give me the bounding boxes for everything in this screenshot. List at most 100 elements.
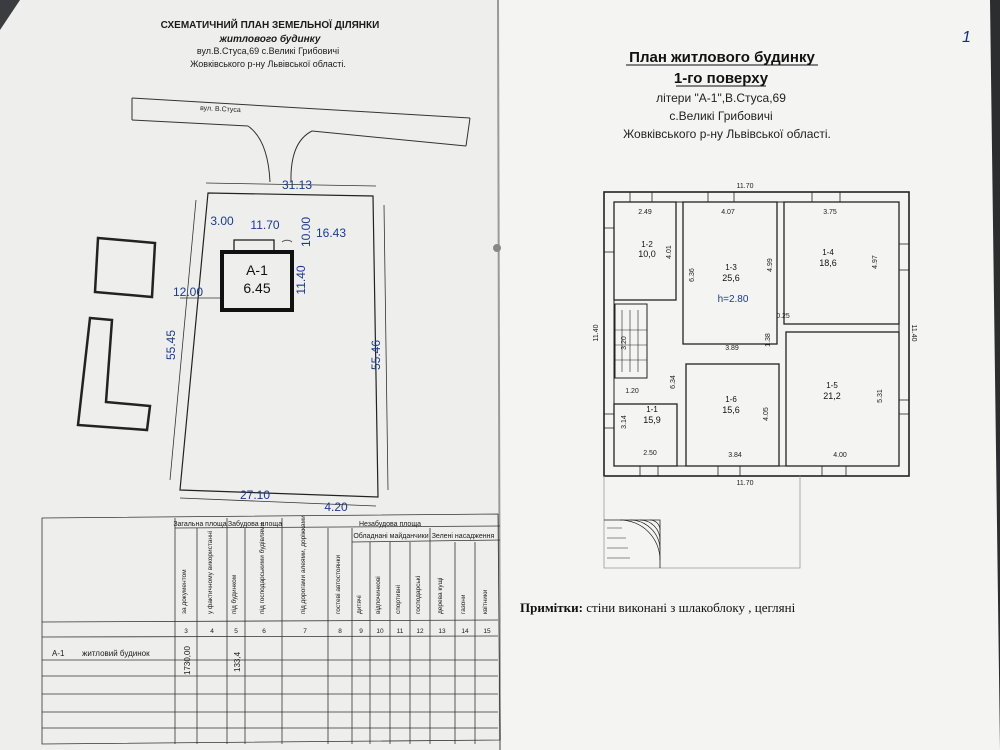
building-code: А-1 [246, 262, 268, 278]
table-col-header-5: під дорогами алеями, доріжками [299, 515, 307, 614]
neighbor-building-1 [93, 236, 157, 299]
table-head-built: Забудова площа [228, 520, 282, 528]
page-number: 1 [962, 29, 971, 46]
table-col-number-13: 13 [438, 628, 446, 635]
plan-dim-636: 6.36 [689, 268, 696, 282]
table-col-number-6: 6 [262, 628, 266, 635]
table-col-number-10: 10 [376, 628, 384, 635]
table-head-total: Загальна площа [173, 521, 226, 528]
table-col-header-12: газони [460, 594, 467, 614]
table-head-unbuilt: Незабудова площа [359, 520, 421, 528]
plan-dim-499: 4.99 [767, 258, 774, 272]
plan-dim-634: 6.34 [670, 375, 677, 389]
building-value: 6.45 [243, 280, 270, 296]
room-1-4-id: 1-4 [822, 248, 834, 257]
room-1-3-id: 1-3 [725, 263, 737, 272]
table-col-number-14: 14 [461, 628, 469, 635]
dim-12-00: 12.00 [173, 285, 203, 299]
room-1-2-area: 10,0 [638, 249, 656, 259]
street-label: вул. В.Стуса [200, 105, 241, 114]
dim-55-45: 55.45 [164, 330, 178, 360]
plan-dim-120: 1.20 [625, 388, 639, 395]
dim-line-right [383, 204, 389, 491]
dim-10-00: 10.00 [299, 217, 313, 247]
table-col-header-2: у фактичному використанні [206, 531, 214, 614]
dim-55-46: 55.46 [369, 340, 383, 370]
row-area-house: 133,4 [233, 651, 242, 672]
room-1-2-id: 1-2 [641, 240, 653, 249]
plan-dim-400: 4.00 [833, 452, 847, 459]
row-area-document: 1730,00 [183, 646, 192, 675]
floor-plan-header: План житлового будинку 1-го поверху літе… [623, 49, 831, 141]
dim-line-left [169, 199, 197, 481]
street [131, 97, 471, 183]
room-1-5-area: 21,2 [823, 391, 841, 401]
table-col-number-15: 15 [483, 628, 491, 635]
dim-4-20: 4.20 [324, 500, 348, 514]
outer-wall [603, 191, 910, 477]
dim-11-40: 11.40 [294, 265, 308, 294]
row-code: А-1 [52, 649, 65, 658]
room-1-1-id: 1-1 [646, 405, 658, 414]
room-1-1-area: 15,9 [643, 415, 661, 425]
table-col-header-7: дитячі [355, 595, 363, 614]
plan-title-1: План житлового будинку [629, 49, 815, 66]
left-page [0, 0, 500, 750]
dim-16-43: 16.43 [316, 226, 346, 240]
plan-height: h=2.80 [718, 294, 749, 305]
plan-dim-314: 3.14 [621, 415, 628, 429]
plan-dim-407: 4.07 [721, 209, 735, 216]
plan-dim-405: 4.05 [763, 407, 770, 421]
table-col-number-5: 5 [234, 628, 238, 635]
site-plan-subtitle: житлового будинку [219, 33, 321, 45]
building-porch [233, 239, 275, 253]
table-col-number-7: 7 [303, 628, 307, 635]
site-plan-address-1: вул.В.Стуса,69 с.Великі Грибовичі [197, 46, 339, 56]
plot-boundary [179, 192, 379, 498]
room-1-6-id: 1-6 [725, 395, 737, 404]
plan-dim-249: 2.49 [638, 209, 652, 216]
site-plan-header: СХЕМАТИЧНИЙ ПЛАН ЗЕМЕЛЬНОЇ ДІЛЯНКИ житло… [161, 18, 380, 69]
site-plan-address-2: Жовківського р-ну Львівської області. [190, 59, 346, 69]
plan-dim-250: 2.50 [643, 450, 657, 457]
plan-line-5: Жовківського р-ну Львівської області. [623, 127, 831, 141]
table-col-number-3: 3 [184, 628, 188, 635]
neighbor-building-2 [76, 316, 152, 432]
table-col-header-4: під господарськими будівлями [258, 522, 266, 614]
dim-11-70: 11.70 [250, 218, 279, 232]
table-head-green: Зелені насадження [432, 532, 495, 540]
staircase [614, 303, 648, 379]
room-1-4-area: 18,6 [819, 258, 837, 268]
plan-dim-025: 0.25 [776, 313, 790, 320]
porch-steps [281, 239, 293, 243]
room-1-6-area: 15,6 [722, 405, 740, 415]
dim-27-10: 27.10 [240, 488, 270, 502]
binding-fold [497, 0, 501, 750]
binding-hole [493, 244, 501, 252]
porch-arcs [619, 519, 661, 561]
note-text: стіни виконані з шлакоблоку , цегляні [583, 600, 796, 615]
plan-dim-left: 11.40 [593, 324, 600, 341]
table-col-header-6: гостеві автостоянки [334, 555, 342, 614]
note: Примітки: стіни виконані з шлакоблоку , … [520, 600, 796, 615]
plan-dim-bottom: 11.70 [737, 480, 754, 487]
plan-dim-389: 3.89 [725, 345, 739, 352]
table-col-number-4: 4 [210, 628, 214, 635]
plan-dim-531: 5.31 [877, 389, 884, 403]
plan-dim-384: 3.84 [728, 452, 742, 459]
note-label: Примітки: [520, 600, 583, 615]
table-col-number-9: 9 [359, 628, 363, 635]
plan-dim-138: 1.38 [765, 333, 772, 347]
right-page [498, 0, 1000, 750]
table-col-header-9: спортивні [394, 585, 402, 614]
table-col-number-11: 11 [397, 628, 404, 635]
plan-dim-401: 4.01 [666, 245, 673, 259]
dim-3-00: 3.00 [210, 214, 234, 228]
plan-dim-320: 3.20 [621, 336, 628, 350]
plan-line-3: літери "А-1",В.Стуса,69 [656, 91, 786, 105]
plan-dim-right: 11.40 [910, 325, 917, 342]
row-name: житловий будинок [82, 649, 150, 658]
table-col-header-11: дерева кущі [436, 578, 444, 614]
